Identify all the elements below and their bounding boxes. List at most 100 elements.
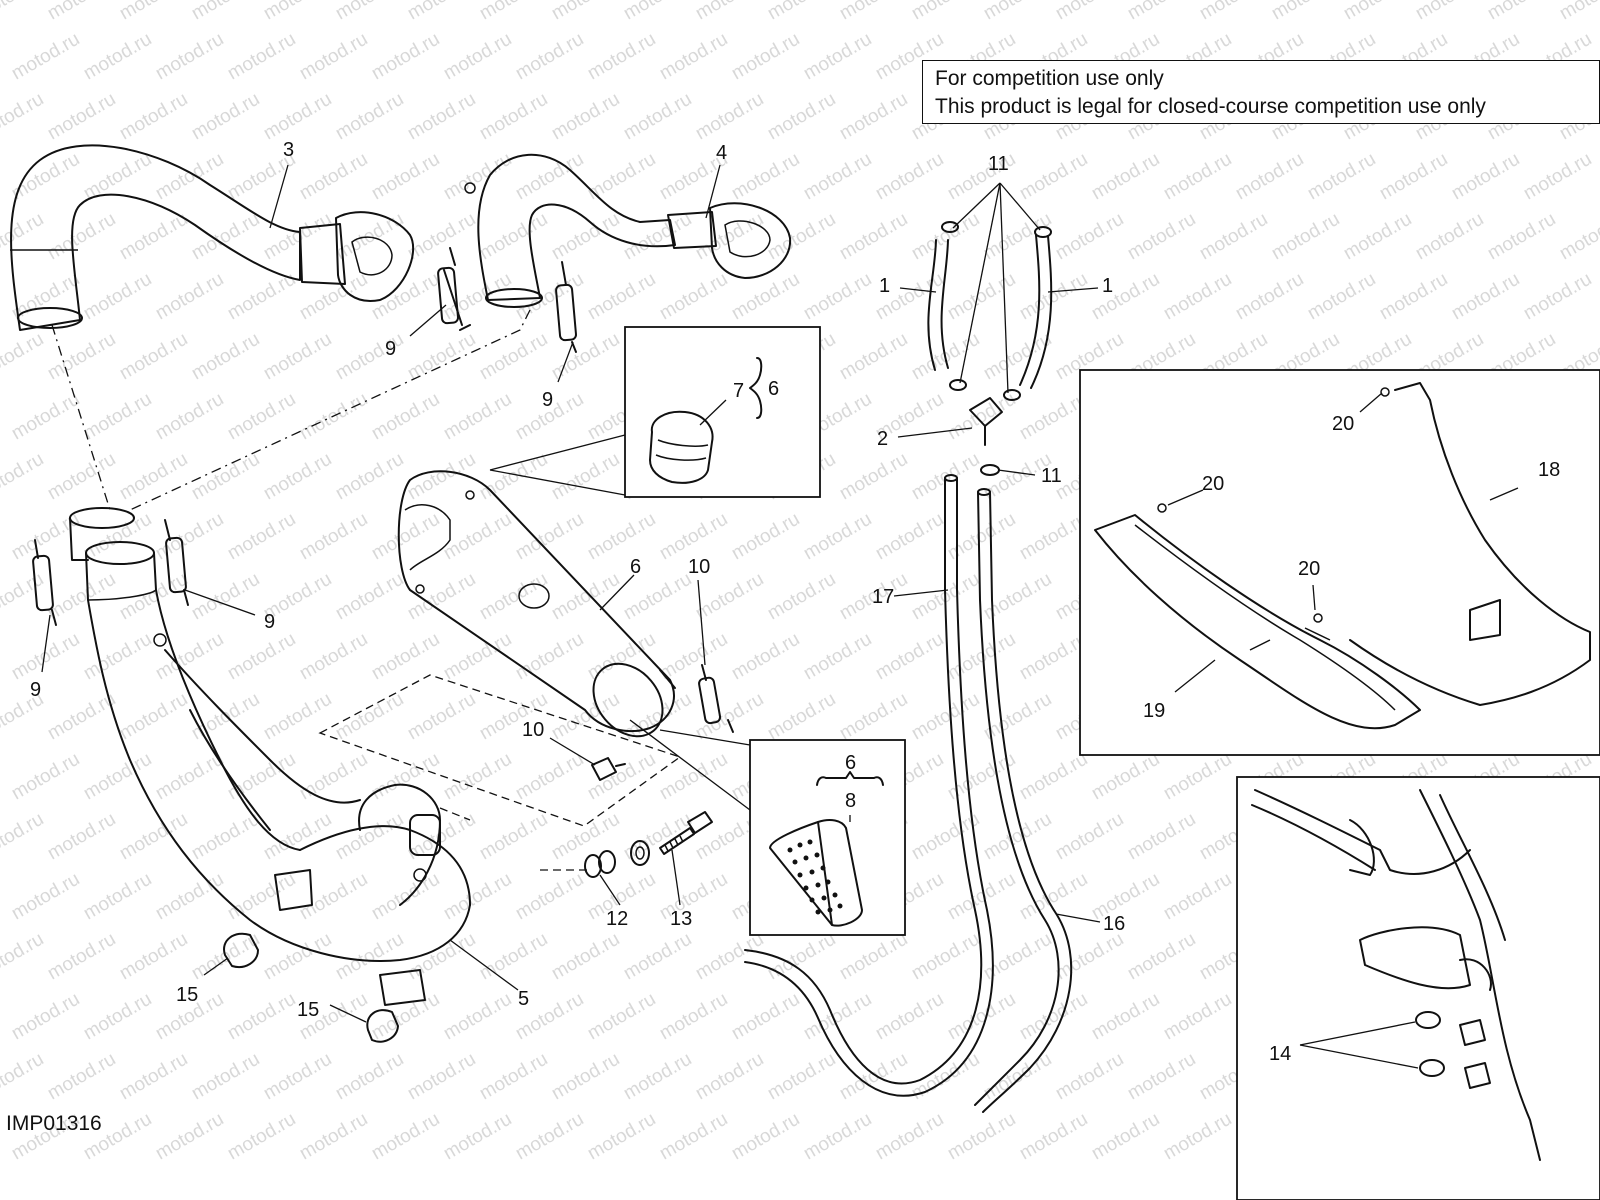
watermark-text: motod.ru [0, 569, 47, 625]
callout-14: 14 [1269, 1043, 1291, 1065]
perforation-dot [797, 872, 803, 878]
fitting-2 [969, 397, 1003, 446]
watermark-text: motod.ru [152, 149, 227, 205]
watermark-text: motod.ru [800, 269, 875, 325]
watermark-text: motod.ru [512, 629, 587, 685]
watermark-text: motod.ru [1196, 0, 1271, 24]
watermark-text: motod.ru [260, 689, 335, 745]
perforation-dot [809, 869, 815, 875]
spring-9-top-left [437, 247, 471, 331]
watermark-text: motod.ru [728, 509, 803, 565]
watermark-text: motod.ru [116, 1049, 191, 1105]
clips-11 [941, 221, 1052, 476]
watermark-text: motod.ru [296, 1109, 371, 1165]
watermark-text: motod.ru [332, 569, 407, 625]
watermark-text: motod.ru [836, 929, 911, 985]
watermark-text: motod.ru [0, 329, 47, 385]
watermark-text: motod.ru [800, 29, 875, 85]
notice-line-1: For competition use only [935, 67, 1164, 90]
callout-20-b: 20 [1202, 473, 1224, 495]
watermark-text: motod.ru [656, 269, 731, 325]
watermark-text: motod.ru [1088, 869, 1163, 925]
watermark-text: motod.ru [116, 89, 191, 145]
watermark-text: motod.ru [1484, 209, 1559, 265]
watermark-text: motod.ru [188, 329, 263, 385]
watermark-text: motod.ru [584, 149, 659, 205]
watermark-text: motod.ru [116, 329, 191, 385]
watermark-text: motod.ru [152, 389, 227, 445]
watermark-text: motod.ru [476, 89, 551, 145]
callout-11-b: 11 [1041, 465, 1062, 487]
watermark-text: motod.ru [440, 149, 515, 205]
watermark-text: motod.ru [1088, 1109, 1163, 1165]
watermark-text: motod.ru [80, 749, 155, 805]
watermark-text: motod.ru [260, 89, 335, 145]
watermark-text: motod.ru [1160, 149, 1235, 205]
callout-10-b: 10 [522, 719, 544, 741]
watermark-text: motod.ru [620, 1049, 695, 1105]
watermark-text: motod.ru [872, 149, 947, 205]
watermark-text: motod.ru [404, 0, 479, 24]
watermark-text: motod.ru [440, 29, 515, 85]
watermark-text: motod.ru [836, 0, 911, 24]
hose-1-left [927, 239, 949, 371]
watermark-text: motod.ru [512, 29, 587, 85]
watermark-text: motod.ru [80, 149, 155, 205]
watermark-text: motod.ru [0, 1049, 47, 1105]
watermark-text: motod.ru [1124, 0, 1199, 24]
watermark-text: motod.ru [368, 749, 443, 805]
perforation-dot [815, 882, 821, 888]
perforation-dot [832, 892, 838, 898]
watermark-text: motod.ru [1448, 149, 1523, 205]
watermark-text: motod.ru [980, 0, 1055, 24]
watermark-text: motod.ru [80, 509, 155, 565]
rubber-15-right [366, 1009, 399, 1043]
bolt-13 [659, 811, 713, 855]
leader-lines [41, 164, 1519, 1069]
watermark-text: motod.ru [0, 209, 47, 265]
watermark-text: motod.ru [548, 929, 623, 985]
callout-15-a: 15 [176, 984, 198, 1006]
watermark-text: motod.ru [872, 989, 947, 1045]
watermark-text: motod.ru [0, 89, 47, 145]
watermark-text: motod.ru [764, 89, 839, 145]
watermark-text: motod.ru [620, 0, 695, 24]
watermark-text: motod.ru [1340, 0, 1415, 24]
watermark-text: motod.ru [224, 509, 299, 565]
watermark-text: motod.ru [944, 509, 1019, 565]
watermark-text: motod.ru [116, 809, 191, 865]
spring-9-left [32, 539, 57, 626]
watermark-text: motod.ru [188, 809, 263, 865]
drawing-code: IMP01316 [6, 1112, 102, 1135]
watermark-text: motod.ru [656, 1109, 731, 1165]
watermark-text: motod.ru [440, 869, 515, 925]
spring-10 [698, 664, 734, 733]
competition-notice: For competition use only This product is… [922, 60, 1600, 124]
watermark-text: motod.ru [1232, 269, 1307, 325]
watermark-text: motod.ru [152, 869, 227, 925]
watermark-text: motod.ru [872, 509, 947, 565]
watermark-text: motod.ru [836, 449, 911, 505]
watermark-text: motod.ru [1268, 209, 1343, 265]
watermark-text: motod.ru [332, 809, 407, 865]
watermark-text: motod.ru [1484, 0, 1559, 24]
perforation-dot [827, 907, 833, 913]
watermark-text: motod.ru [224, 989, 299, 1045]
watermark-text: motod.ru [368, 869, 443, 925]
watermark-text: motod.ru [476, 1049, 551, 1105]
watermark-text: motod.ru [1016, 869, 1091, 925]
watermark-text: motod.ru [0, 0, 47, 24]
watermark-text: motod.ru [260, 329, 335, 385]
watermark-text: motod.ru [908, 1049, 983, 1105]
watermark-text: motod.ru [800, 989, 875, 1045]
watermark-text: motod.ru [548, 569, 623, 625]
watermark-text: motod.ru [260, 1049, 335, 1105]
watermark-text: motod.ru [0, 449, 47, 505]
perforation-dot [803, 855, 809, 861]
watermark-text: motod.ru [404, 89, 479, 145]
watermark-text: motod.ru [404, 809, 479, 865]
perforation-dot [815, 909, 821, 915]
watermark-text: motod.ru [1556, 209, 1600, 265]
belly-pan-box [1079, 369, 1600, 756]
watermark-text: motod.ru [44, 1049, 119, 1105]
